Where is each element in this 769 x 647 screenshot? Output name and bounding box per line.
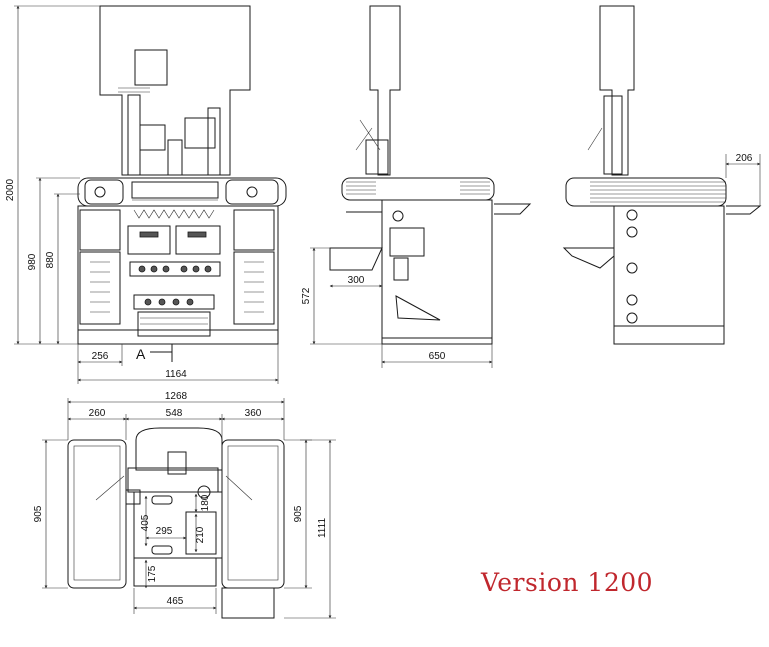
roller-icons-lower [144, 298, 194, 306]
plan-column-hood [135, 427, 223, 471]
dim-175: 175 [147, 565, 158, 582]
dim-depth-650: 650 [429, 351, 446, 362]
right-knob-icon [246, 186, 258, 198]
rear-view: 206 [562, 5, 762, 345]
side-table-band [341, 177, 495, 201]
rear-table-extension [726, 205, 762, 215]
rear-tray [562, 247, 615, 269]
plan-left-wing [67, 439, 127, 589]
left-door-upper [79, 209, 121, 251]
dim-depth-300: 300 [348, 275, 365, 286]
dim-295: 295 [156, 526, 173, 537]
front-view: A 2000 980 880 256 1164 [5, 5, 287, 384]
dim-width-1164: 1164 [165, 369, 187, 380]
side-table-extension [494, 203, 532, 215]
side-wheel-box [393, 257, 409, 281]
plan-drawer [185, 511, 217, 555]
dim-middle-548: 548 [166, 408, 183, 419]
dim-210: 210 [195, 526, 206, 543]
blade-holder [167, 139, 183, 176]
roller-bank-lower [133, 294, 215, 310]
dim-465: 465 [167, 596, 184, 607]
plan-clamp [125, 489, 141, 505]
left-door-lower [79, 251, 121, 325]
plan-right-foot [221, 587, 275, 619]
side-chute [395, 295, 441, 321]
side-switch-icon [392, 210, 404, 222]
plan-blade-holder [167, 451, 187, 475]
guide-box [139, 124, 166, 151]
rear-column [599, 5, 635, 176]
side-table-ribs [346, 181, 490, 195]
blade-guide [184, 117, 216, 149]
lower-drawer [137, 311, 211, 337]
plan-right-wing [221, 439, 285, 589]
plan-slot-lower [151, 545, 173, 555]
dim-depth-1111: 1111 [317, 518, 328, 538]
cutting-table [131, 181, 219, 199]
drawer-left [127, 225, 171, 255]
roller-icons-upper [138, 265, 212, 273]
dim-depth-206: 206 [736, 153, 753, 164]
drawer-right-handle [187, 231, 207, 238]
plan-lower-section [133, 557, 217, 587]
dim-405: 405 [140, 514, 151, 531]
side-column [369, 5, 401, 176]
dim-height-2000: 2000 [5, 178, 16, 201]
dim-height-880: 880 [45, 251, 56, 268]
dim-height-572: 572 [301, 287, 312, 304]
right-control-panel [225, 179, 279, 205]
section-marker-label: A [136, 346, 146, 362]
dim-right-360: 360 [245, 408, 262, 419]
roller-bank-upper [129, 261, 221, 277]
left-knob-icon [94, 186, 106, 198]
front-cabinet [77, 205, 279, 331]
rear-base [613, 325, 725, 345]
motor-box [134, 49, 168, 86]
drawer-right [175, 225, 221, 255]
dim-depth-905-right: 905 [293, 505, 304, 522]
column-post [127, 94, 141, 176]
right-door-upper [233, 209, 275, 251]
side-blade-guide [365, 139, 389, 175]
dim-180: 180 [200, 494, 211, 511]
plan-table-top [127, 467, 219, 493]
rear-cutout-icons [626, 209, 638, 324]
side-tray [329, 247, 383, 271]
rear-cabinet [613, 205, 725, 327]
plan-view: 1268 260 548 360 905 905 1111 405 295 18… [33, 391, 336, 619]
right-post [207, 107, 221, 176]
vent-slots-left [90, 261, 110, 313]
dim-depth-905-left: 905 [33, 505, 44, 522]
drawer-left-handle [139, 231, 159, 238]
vent-slots-right [244, 261, 264, 313]
plan-slot-upper [151, 495, 173, 505]
left-control-panel [84, 179, 124, 205]
front-base-plinth [77, 329, 279, 345]
rear-blade-guide [603, 95, 623, 175]
dim-height-980: 980 [27, 253, 38, 270]
side-base [381, 337, 493, 345]
side-view: 572 300 650 [301, 5, 532, 368]
dim-left-260: 260 [89, 408, 106, 419]
rear-table-ribs [590, 181, 726, 203]
right-door-lower [233, 251, 275, 325]
side-drawer [389, 227, 425, 257]
version-title: Version 1200 [481, 568, 654, 597]
dim-width-1268: 1268 [165, 391, 188, 402]
saw-column-top [99, 5, 251, 176]
dim-width-256: 256 [92, 351, 109, 362]
